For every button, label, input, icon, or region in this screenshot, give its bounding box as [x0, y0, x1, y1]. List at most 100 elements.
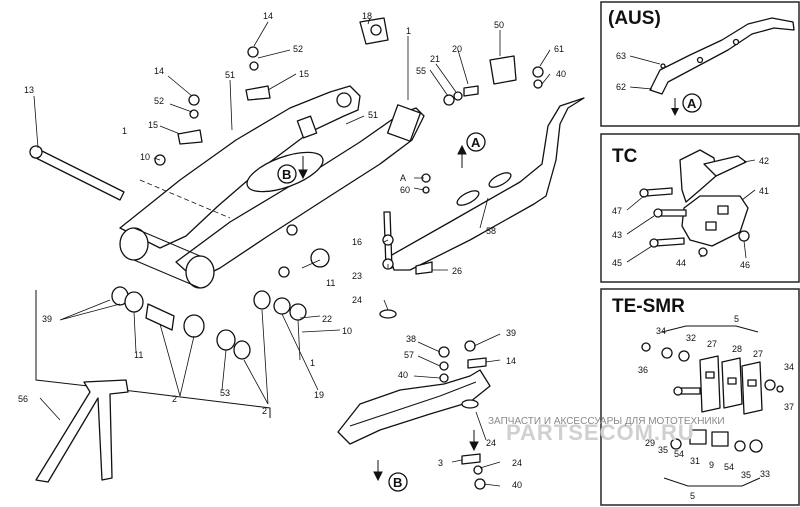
- pivot-spindle-head: [29, 145, 43, 159]
- te-smr-panel: TE-SMR 5 34 32 27 28 27 34 36 37 29 35 5…: [600, 288, 800, 506]
- te-smr-panel-title: TE-SMR: [612, 296, 685, 317]
- callout-14-lower: 39: [506, 328, 516, 338]
- te-smr-bolt-29-head: [673, 386, 683, 396]
- part-50-guide: [489, 55, 517, 85]
- lower-guide-rail: [349, 381, 477, 427]
- watermark: PARTSECOM.RU ЗАПЧАСТИ И АКСЕССУАРЫ ДЛЯ М…: [488, 416, 725, 445]
- te-smr-nut-35b: [734, 440, 746, 452]
- callout-1-left: 1: [122, 126, 127, 136]
- seal-2a: [124, 291, 144, 313]
- aus-arrow-head: [671, 108, 679, 116]
- swingarm-hole: [286, 224, 298, 236]
- te-smr-callout-35b: 35: [741, 470, 751, 480]
- callout-23: 16: [352, 237, 362, 247]
- te-smr-callout-37: 37: [784, 402, 794, 412]
- tc-bolt-45: [655, 237, 685, 247]
- washer-52-left: [189, 109, 199, 119]
- callout-60: A: [400, 173, 406, 183]
- aus-panel: (AUS) A 63 62: [600, 1, 800, 127]
- spacer-24-mid: [415, 261, 433, 275]
- nut-21: [453, 91, 463, 101]
- nut-39-lower: [379, 309, 397, 319]
- tc-panel-frame: [600, 133, 800, 283]
- callout-14-left: 14: [154, 66, 164, 76]
- swingarm-assembly: B: [29, 17, 517, 289]
- tc-guide-slot-1: [717, 205, 729, 215]
- te-smr-washer-37: [776, 385, 784, 393]
- te-smr-bolt-29: [679, 387, 701, 395]
- clamp-15-left: [177, 129, 203, 145]
- tc-guide-slot-2: [705, 221, 717, 231]
- tc-callout-46: 46: [740, 260, 750, 270]
- bolt-20: [463, 85, 479, 97]
- watermark-text: ЗАПЧАСТИ И АКСЕССУАРЫ ДЛЯ МОТОТЕХНИКИ: [488, 416, 725, 427]
- arrow-b2-badge: [388, 472, 408, 492]
- callout-24-lower: 14: [506, 356, 516, 366]
- washer-52-top: [249, 61, 259, 71]
- bolt-61-bottom: [474, 478, 486, 490]
- bolt-61-top: [532, 66, 544, 78]
- callout-10-left: 10: [140, 152, 150, 162]
- aus-callout-62: 62: [616, 82, 626, 92]
- bushing-53b: [183, 314, 205, 338]
- te-smr-plate-27b: [741, 361, 763, 415]
- lower-guide-boss: [461, 399, 479, 409]
- arrow-b-pointer: [298, 156, 308, 180]
- callout-56: 19: [314, 390, 324, 400]
- bracket-11-outline: [35, 290, 271, 418]
- tc-callout-44: 44: [676, 258, 686, 268]
- tc-callout-47: 47: [612, 206, 622, 216]
- arrow-a-label: A: [471, 135, 481, 150]
- te-smr-nut-34b: [764, 379, 776, 391]
- te-smr-callout-36: 36: [638, 365, 648, 375]
- swingarm-left-axle-eye: [336, 92, 352, 108]
- tc-lead-43: [626, 215, 655, 235]
- main-callouts: 14 52 15 51 18 1 55 21 20 50 61 40 13 14…: [18, 11, 566, 490]
- callout-21: 21: [430, 54, 440, 64]
- callout-10-right: 22: [322, 314, 332, 324]
- te-smr-callout-34b: 34: [784, 362, 794, 372]
- callout-61-top: 61: [554, 44, 564, 54]
- lower-guide-3: B: [337, 369, 491, 492]
- aus-panel-title: (AUS): [608, 8, 661, 29]
- washer-56: [273, 297, 291, 315]
- callout-11-left: 39: [42, 314, 52, 324]
- te-smr-slot-3: [747, 379, 757, 387]
- spacer-24-lower: [467, 357, 487, 369]
- callout-14-top: 14: [263, 11, 273, 21]
- bearing-11b: [233, 340, 251, 360]
- tc-panel: TC 42 41 47 43 45 44 46: [600, 133, 800, 283]
- callout-61-bottom: 40: [512, 480, 522, 490]
- aus-bracket: [649, 17, 795, 95]
- tc-bolt-43-head: [653, 208, 663, 218]
- watermark-logo: PARTSECOM.RU: [506, 420, 695, 445]
- aus-lead-62: [629, 86, 653, 90]
- callout-13: 13: [24, 85, 34, 95]
- seal-2b: [216, 329, 236, 351]
- callout-26: 23: [352, 271, 362, 281]
- aus-arrow-label: A: [687, 96, 697, 111]
- pivot-bearing-stack: [35, 248, 330, 418]
- bolt-14-left: [188, 94, 200, 106]
- chain-guide-window-2: [488, 172, 512, 188]
- stand-frame: [35, 379, 129, 483]
- aus-hole-1: [696, 56, 704, 64]
- callout-1-right: 10: [342, 326, 352, 336]
- callout-51-right: 51: [368, 110, 378, 120]
- main-leader-lines: [33, 17, 551, 487]
- tc-nut-44: [698, 247, 708, 257]
- tc-lead-45: [626, 245, 653, 263]
- stand-38: [35, 379, 129, 483]
- te-smr-callout-5-bottom: 5: [690, 491, 695, 501]
- tc-bolt-43: [659, 209, 687, 217]
- te-smr-nut-34a: [661, 347, 673, 359]
- cap-22: [310, 248, 330, 268]
- spacer-24-bottom: [461, 453, 481, 465]
- tc-callout-43: 43: [612, 230, 622, 240]
- callout-16: 58: [486, 226, 496, 236]
- washer-10: [278, 266, 290, 278]
- te-smr-nut-35a: [670, 438, 682, 450]
- aus-callout-63: 63: [616, 51, 626, 61]
- callout-18: 18: [362, 11, 372, 21]
